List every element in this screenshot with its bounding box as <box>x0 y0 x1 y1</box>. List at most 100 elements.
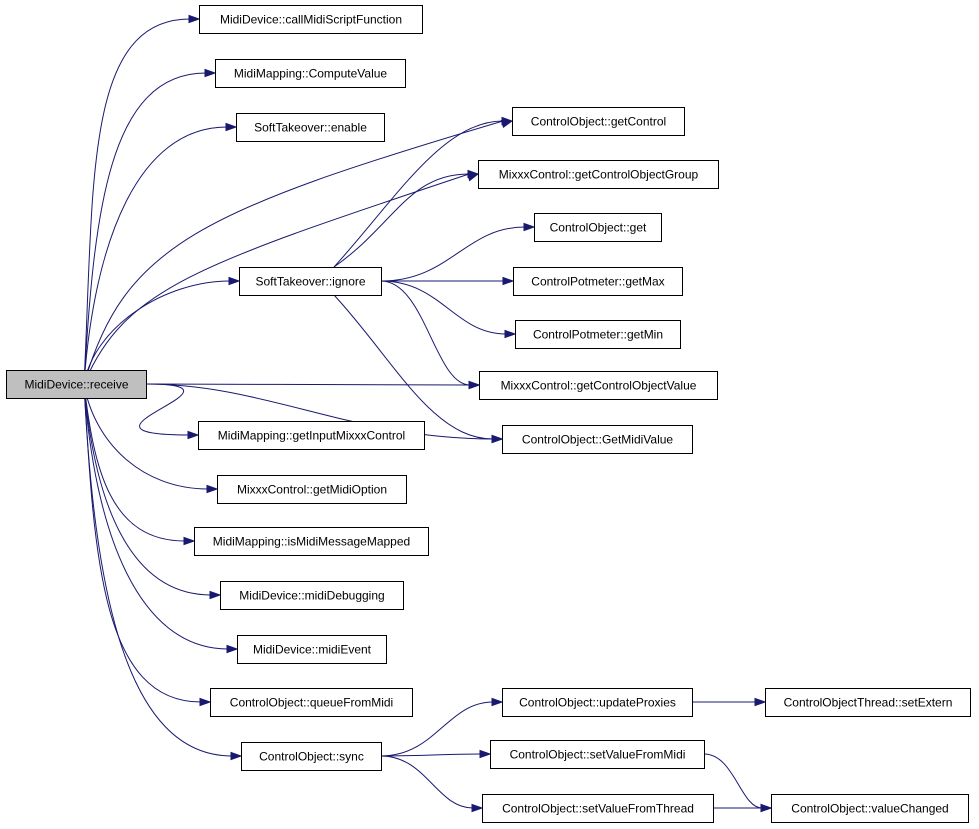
node-getControl[interactable]: ControlObject::getControl <box>512 107 685 136</box>
node-label: ControlObject::GetMidiValue <box>522 433 674 447</box>
arrowhead <box>491 697 504 707</box>
node-label: MidiMapping::isMidiMessageMapped <box>213 535 410 549</box>
arrowhead <box>754 697 767 707</box>
node-box <box>210 688 413 717</box>
arrowhead <box>467 169 480 179</box>
edge-receive-to-getMidiOption <box>83 383 219 494</box>
edge-line <box>83 173 470 385</box>
node-valueChanged[interactable]: ControlObject::valueChanged <box>771 794 969 823</box>
node-box <box>237 635 387 664</box>
edge-stIgnore-to-getControlObjectValue <box>380 280 481 390</box>
edge-receive-to-isMidiMessageMapped <box>83 383 196 546</box>
node-setValueFromThread[interactable]: ControlObject::setValueFromThread <box>482 794 714 823</box>
arrowhead <box>502 276 515 286</box>
node-box <box>239 267 382 296</box>
node-getControlObjectGroup[interactable]: MixxxControl::getControlObjectGroup <box>478 160 719 189</box>
edge-line <box>703 753 763 809</box>
node-box <box>512 107 685 136</box>
node-box <box>220 581 404 610</box>
node-box <box>513 267 683 296</box>
node-label: ControlObjectThread::setExtern <box>784 696 953 710</box>
node-label: ControlObject::queueFromMidi <box>230 696 393 710</box>
node-sync[interactable]: ControlObject::sync <box>241 742 382 771</box>
edge-line <box>83 383 186 542</box>
node-box <box>482 794 714 823</box>
node-midiDebugging[interactable]: MidiDevice::midiDebugging <box>220 581 404 610</box>
node-getMidiValue[interactable]: ControlObject::GetMidiValue <box>502 425 693 454</box>
node-setValueFromMidi[interactable]: ControlObject::setValueFromMidi <box>490 740 705 769</box>
edge-line <box>380 280 507 335</box>
edge-stIgnore-to-coGet <box>380 222 536 282</box>
node-box <box>478 160 719 189</box>
node-box <box>199 5 423 34</box>
edge-updateProxies-to-setExtern <box>691 697 767 707</box>
node-box <box>236 113 385 142</box>
arrowhead <box>523 222 536 232</box>
edge-stIgnore-to-getMidiValue <box>333 294 504 444</box>
node-box <box>6 370 147 399</box>
edge-sync-to-setValueFromMidi <box>380 749 492 759</box>
edge-receive-to-midiDebugging <box>83 383 222 600</box>
node-box <box>490 740 705 769</box>
edge-receive-to-sync <box>83 383 243 761</box>
node-label: MidiDevice::receive <box>24 378 128 392</box>
node-label: ControlObject::sync <box>259 750 364 764</box>
node-stEnable[interactable]: SoftTakeover::enable <box>236 113 385 142</box>
edge-receive-to-computeValue <box>83 68 217 385</box>
node-box <box>515 320 681 349</box>
node-label: SoftTakeover::ignore <box>255 275 365 289</box>
edge-line <box>83 383 229 650</box>
edge-receive-to-stIgnore <box>83 276 241 385</box>
edge-stIgnore-to-getControlObjectGroup <box>333 169 480 268</box>
node-stIgnore[interactable]: SoftTakeover::ignore <box>239 267 382 296</box>
nodes: MidiDevice::receive MidiDevice::callMidiS… <box>6 5 971 823</box>
edge-setValueFromThread-to-valueChanged <box>712 803 773 813</box>
node-queueFromMidi[interactable]: ControlObject::queueFromMidi <box>210 688 413 717</box>
node-box <box>534 213 662 242</box>
node-label: ControlObject::setValueFromMidi <box>510 748 686 762</box>
arrowhead <box>228 276 241 286</box>
node-getMidiOption[interactable]: MixxxControl::getMidiOption <box>217 475 407 504</box>
node-box <box>194 527 429 556</box>
node-getMin[interactable]: ControlPotmeter::getMin <box>515 320 681 349</box>
edge-line <box>83 383 209 490</box>
node-label: ControlObject::getControl <box>531 115 666 129</box>
node-label: ControlObject::get <box>550 221 647 235</box>
node-updateProxies[interactable]: ControlObject::updateProxies <box>502 688 693 717</box>
arrowhead <box>471 803 484 813</box>
edge-line <box>380 280 471 386</box>
node-callMidiScriptFunction[interactable]: MidiDevice::callMidiScriptFunction <box>199 5 423 34</box>
edge-line <box>333 173 470 268</box>
node-label: ControlPotmeter::getMin <box>533 328 663 342</box>
arrowhead <box>501 116 514 126</box>
arrowhead <box>468 380 481 390</box>
edge-receive-to-getControl <box>83 119 514 385</box>
node-label: MidiDevice::callMidiScriptFunction <box>220 13 402 27</box>
node-getInputMixxxControl[interactable]: MidiMapping::getInputMixxxControl <box>198 421 425 450</box>
node-label: ControlObject::updateProxies <box>519 696 676 710</box>
edge-line <box>83 72 207 385</box>
node-box <box>771 794 969 823</box>
arrowhead <box>760 803 773 813</box>
node-coGet[interactable]: ControlObject::get <box>534 213 662 242</box>
node-computeValue[interactable]: MidiMapping::ComputeValue <box>215 59 406 88</box>
node-setExtern[interactable]: ControlObjectThread::setExtern <box>765 688 971 717</box>
node-receive[interactable]: MidiDevice::receive <box>6 370 147 399</box>
node-box <box>215 59 406 88</box>
edges <box>83 14 773 813</box>
edge-line <box>83 383 233 757</box>
arrowhead <box>199 697 212 707</box>
node-label: SoftTakeover::enable <box>254 121 367 135</box>
arrowhead <box>204 68 217 78</box>
node-getMax[interactable]: ControlPotmeter::getMax <box>513 267 683 296</box>
node-box <box>198 421 425 450</box>
arrowhead <box>504 329 517 339</box>
node-box <box>217 475 407 504</box>
node-midiEvent[interactable]: MidiDevice::midiEvent <box>237 635 387 664</box>
arrowhead <box>226 644 239 654</box>
arrowhead <box>479 749 492 759</box>
edge-line <box>145 383 471 386</box>
node-getControlObjectValue[interactable]: MixxxControl::getControlObjectValue <box>479 371 718 400</box>
node-isMidiMessageMapped[interactable]: MidiMapping::isMidiMessageMapped <box>194 527 429 556</box>
